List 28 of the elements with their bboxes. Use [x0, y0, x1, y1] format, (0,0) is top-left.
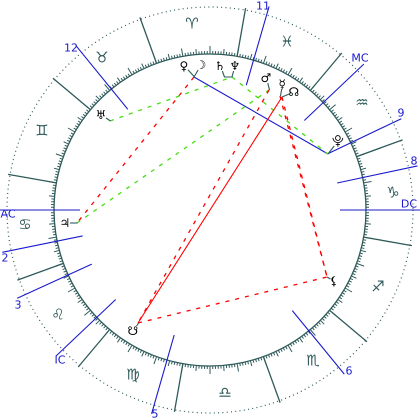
aspect-line	[194, 76, 328, 154]
angle-label: MC	[351, 52, 369, 64]
zodiac-sign: ♏	[306, 354, 320, 368]
zodiac-sign: ♋	[18, 218, 32, 232]
house-number: 11	[256, 0, 270, 12]
zodiac-sign: ♉	[95, 50, 109, 66]
zodiac-sign: ♎	[218, 386, 232, 400]
angle-label: IC	[54, 354, 66, 366]
house-number: 5	[152, 408, 158, 420]
house-number: 2	[2, 252, 8, 264]
aspect-line	[232, 76, 328, 154]
house-number: 6	[346, 366, 352, 376]
zodiac-sign: ♓	[280, 34, 294, 50]
zodiac-sign: ♈	[185, 16, 199, 32]
aspect-line	[76, 89, 270, 224]
zodiac-sign: ♍	[126, 368, 140, 382]
house-number: 9	[398, 108, 404, 118]
zodiac-sign: ♌	[51, 308, 65, 322]
house-number: 8	[410, 156, 418, 166]
zodiac-sign: ♑	[386, 186, 400, 200]
house-number: 12	[64, 42, 78, 54]
zodiac-sign: ♊	[35, 124, 49, 138]
house-number: 3	[14, 300, 22, 310]
zodiac-sign: ♒	[355, 96, 369, 110]
angle-label: DC	[400, 198, 418, 210]
aspect-line	[76, 76, 194, 224]
aspect-line	[138, 276, 328, 324]
zodiac-sign: ♐	[371, 280, 385, 294]
